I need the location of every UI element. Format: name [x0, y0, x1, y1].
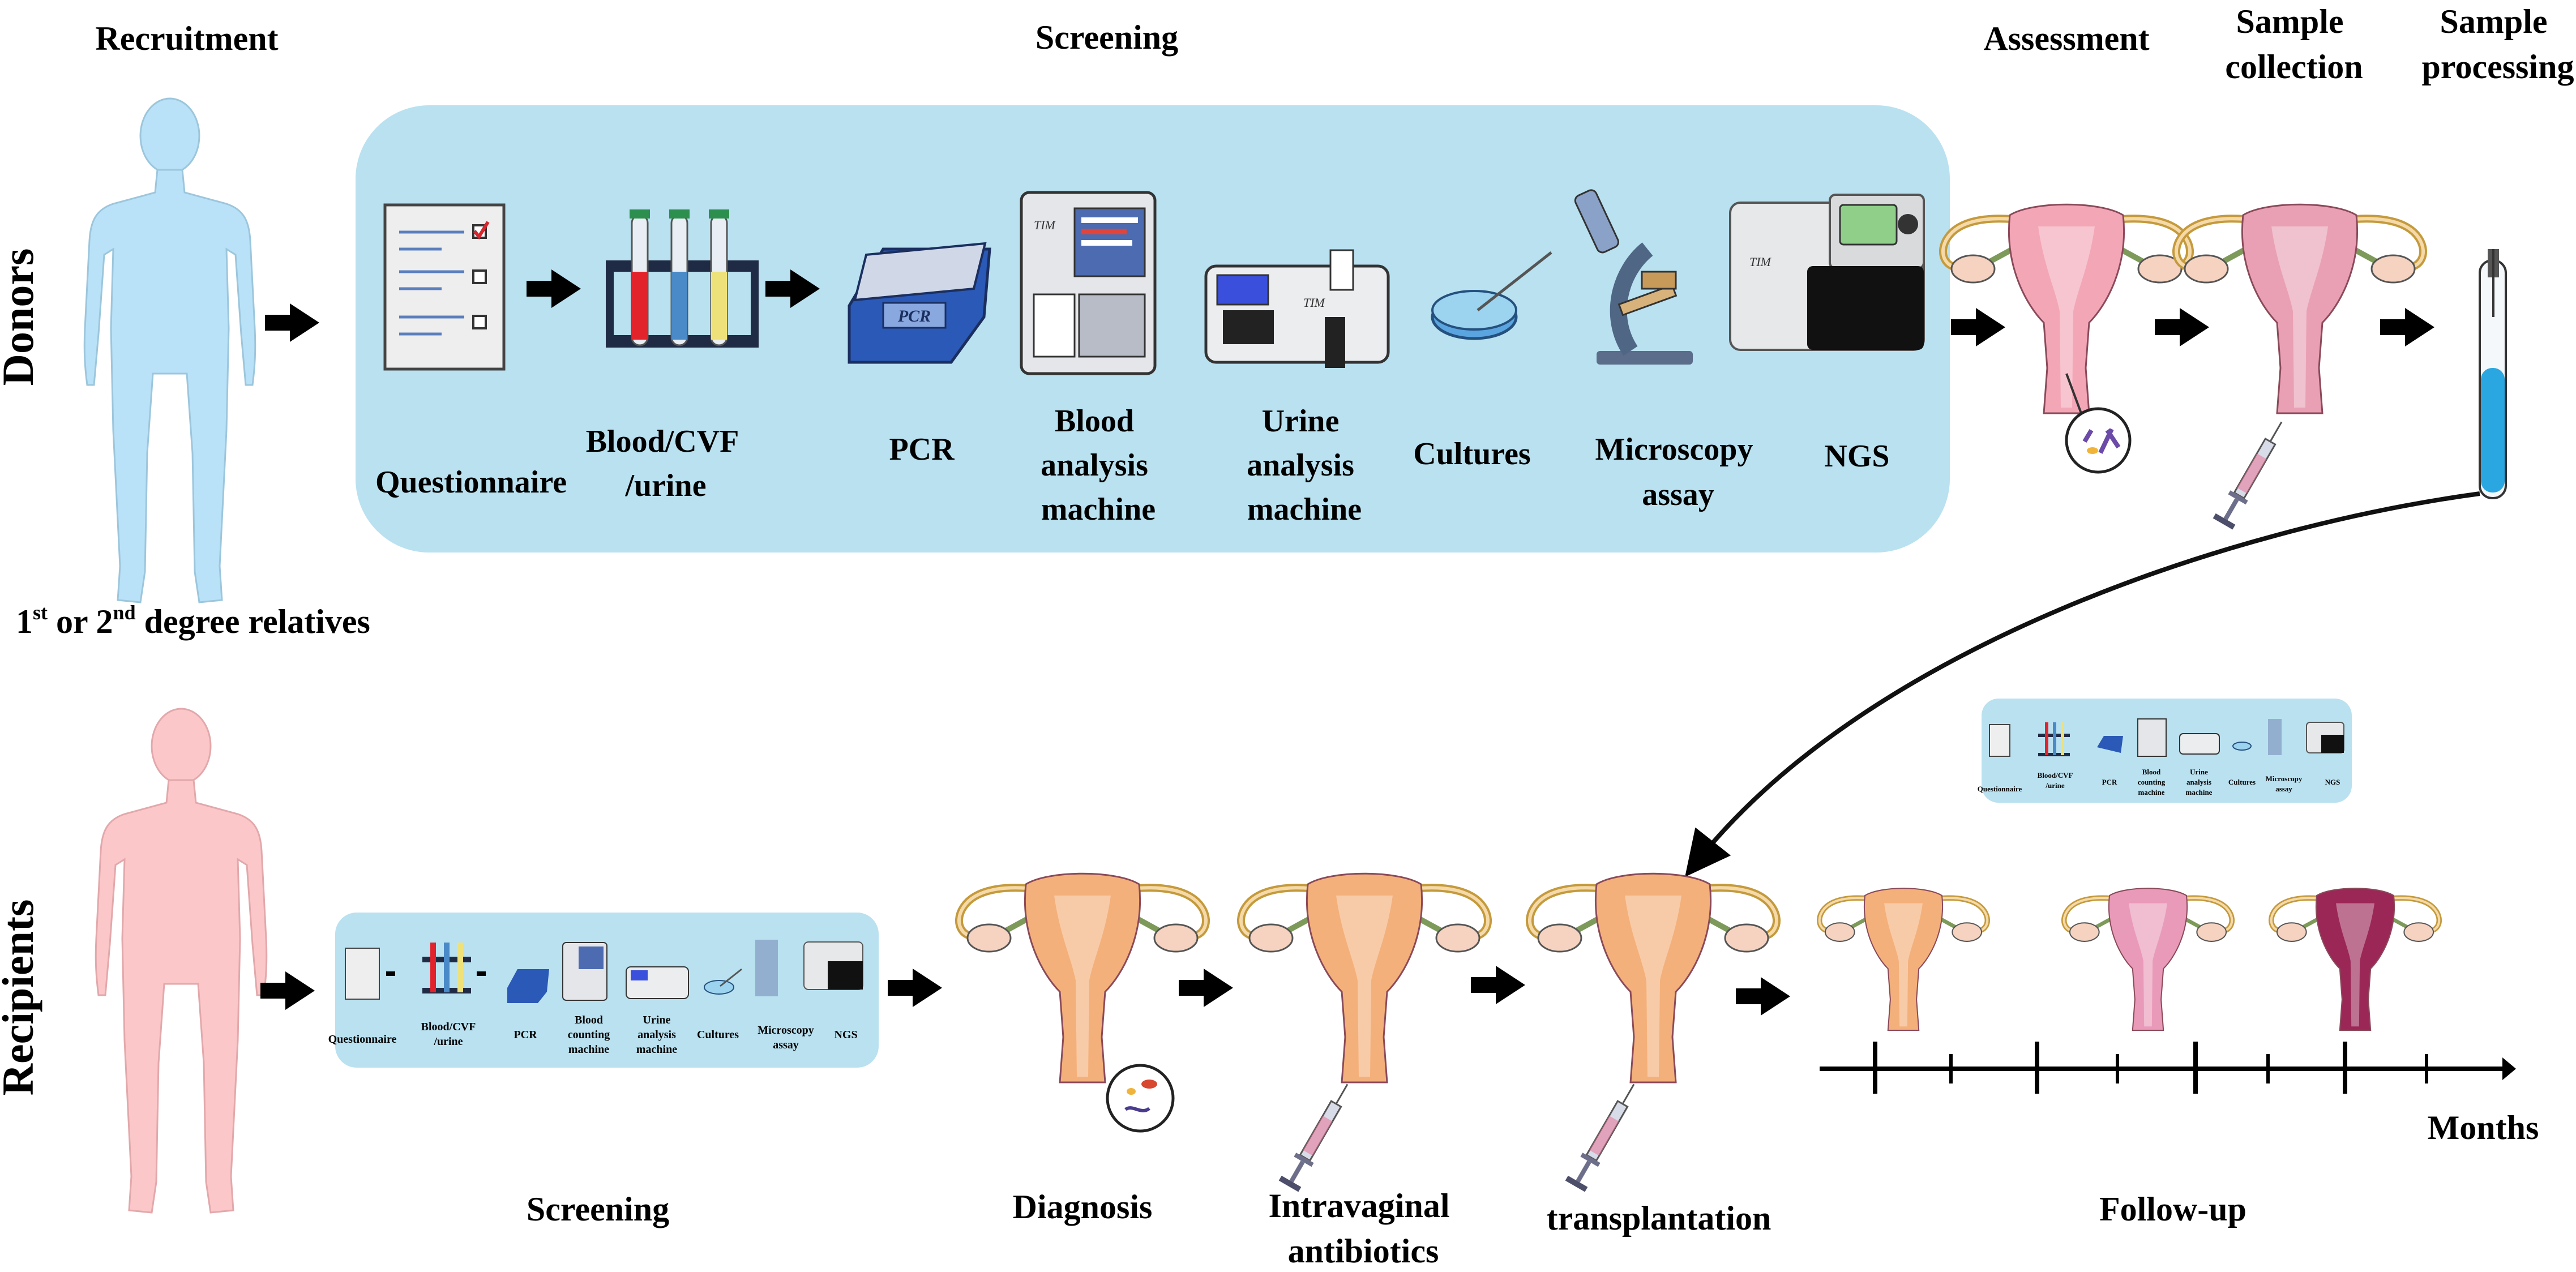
diagnosis-uterus-icon [959, 873, 1206, 1082]
collection-syringe-icon [2212, 415, 2292, 530]
header-assessment: Assessment [1983, 20, 2149, 57]
svg-text:PCR: PCR [2102, 778, 2117, 786]
label-transplantation: transplantation [1547, 1200, 1771, 1237]
relatives-label: 1st or 2nd degree relatives [16, 601, 370, 640]
svg-text:TIM: TIM [1749, 255, 1772, 269]
arrow-collection-to-processing [2380, 308, 2434, 346]
test-tube-rack-icon [606, 209, 759, 348]
row-label-donors: Donors [0, 249, 42, 386]
antibiotics-syringe-icon [1278, 1077, 1358, 1193]
blood-analysis-machine-icon: TIM [1020, 191, 1157, 375]
arrow-screening-to-assessment [1951, 308, 2005, 346]
label-questionnaire: Questionnaire [375, 465, 567, 500]
svg-text:Questionnaire: Questionnaire [328, 1033, 397, 1046]
label-pcr: PCR [889, 432, 955, 467]
svg-text:NGS: NGS [2325, 778, 2340, 786]
timeline-axis [1820, 1042, 2516, 1094]
arrow-diagnosis-to-antibiotics [1179, 969, 1233, 1007]
label-urine-analysis-machine: Urine analysis machine [1247, 404, 1362, 527]
label-blood-cvf-urine: Blood/CVF /urine [586, 424, 746, 503]
arrow-screening-to-diagnosis [888, 969, 942, 1007]
label-intravaginal-antibiotics: Intravaginal antibiotics [1268, 1187, 1458, 1270]
row-label-recipients: Recipients [0, 900, 42, 1096]
transplant-uterus-icon [1530, 873, 1777, 1082]
questionnaire-icon [383, 203, 506, 371]
ngs-sequencer-icon: TIM [1729, 194, 1925, 351]
svg-text:TIM: TIM [1034, 218, 1056, 232]
followup-uterus-3-icon [2271, 888, 2440, 1030]
sample-tube-icon [2479, 249, 2507, 499]
pcr-machine-icon: PCR [848, 242, 991, 364]
antibiotics-uterus-icon [1241, 873, 1488, 1082]
header-screening: Screening [1035, 19, 1178, 56]
recipient-screening-icons [345, 940, 863, 1003]
arrow-recipient-to-screening [260, 971, 315, 1010]
arrow-antibiotics-to-transplant [1471, 966, 1525, 1004]
svg-text:Cultures: Cultures [697, 1029, 739, 1041]
followup-screening-icons [1989, 718, 2344, 757]
followup-uterus-2-icon [2064, 888, 2232, 1030]
svg-text:Blood/CVF/urine: Blood/CVF/urine [421, 1021, 476, 1048]
petri-dish-icon [1431, 251, 1552, 340]
pathogen-magnifier-icon [1106, 1064, 1175, 1133]
donor-figure [83, 97, 256, 603]
svg-text:Cultures: Cultures [2228, 778, 2256, 786]
followup-uterus-1-icon [1820, 888, 1988, 1030]
label-ngs: NGS [1824, 439, 1889, 474]
header-recruitment: Recruitment [95, 20, 278, 57]
arrow-recruitment-to-screening [265, 303, 319, 342]
header-sample-processing: Sample processing [2422, 3, 2574, 85]
microscope-icon [1574, 189, 1693, 365]
svg-text:PCR: PCR [897, 307, 931, 326]
header-sample-collection: Sample collection [2225, 3, 2363, 85]
svg-text:NGS: NGS [834, 1029, 857, 1041]
transplant-syringe-icon [1564, 1077, 1645, 1193]
arrow-assessment-to-collection [2155, 308, 2209, 346]
svg-text:PCR: PCR [514, 1029, 537, 1041]
label-cultures: Cultures [1413, 436, 1530, 472]
label-diagnosis: Diagnosis [1013, 1188, 1153, 1226]
label-recipient-screening: Screening [527, 1190, 669, 1228]
transfer-curve-arrow [1685, 491, 2480, 877]
collection-uterus-icon [2176, 204, 2423, 413]
svg-text:Blood/CVF/urine: Blood/CVF/urine [2038, 771, 2073, 790]
microbe-magnifier-icon [2065, 373, 2132, 474]
arrow-transplant-to-followup [1736, 977, 1790, 1016]
svg-text:TIM: TIM [1303, 295, 1326, 310]
label-microscopy-assay: Microscopy assay [1595, 432, 1761, 512]
label-months: Months [2428, 1109, 2539, 1146]
recipient-figure [95, 708, 268, 1214]
label-follow-up: Follow-up [2099, 1190, 2246, 1228]
urine-analysis-machine-icon: TIM [1204, 249, 1390, 368]
svg-text:Questionnaire: Questionnaire [1978, 785, 2022, 793]
label-blood-analysis-machine: Blood analysis machine [1041, 404, 1156, 527]
assessment-uterus-icon [1943, 204, 2190, 413]
